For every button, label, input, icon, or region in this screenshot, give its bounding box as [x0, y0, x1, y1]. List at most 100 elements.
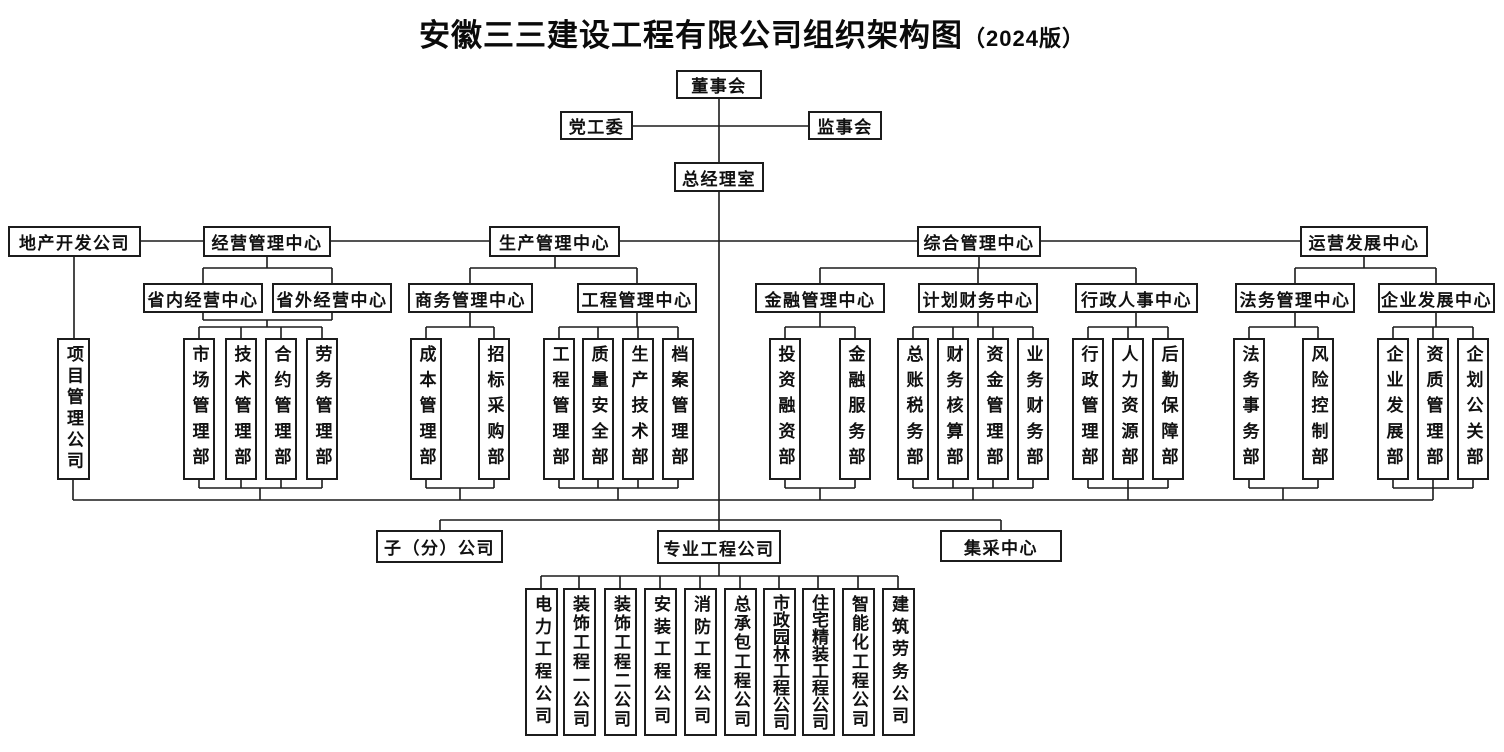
org-node-dept-human-resources-label: 人力资源部	[1118, 345, 1138, 473]
org-node-real-estate-label: 地产开发公司	[19, 234, 130, 253]
org-node-dept-legal-affairs: 法务事务部	[1233, 338, 1265, 480]
org-node-company-installation: 安装工程公司	[644, 588, 677, 736]
org-node-dept-logistics-label: 后勤保障部	[1158, 345, 1178, 473]
org-node-enterprise-dev-center: 企业发展中心	[1378, 283, 1495, 313]
org-node-company-general-contracting-label: 总承包工程公司	[731, 595, 750, 729]
org-node-operation-dev-center: 运营发展中心	[1300, 226, 1428, 257]
org-node-commerce-center: 商务管理中心	[408, 283, 533, 313]
org-node-dept-planning-pr: 企划公关部	[1457, 338, 1489, 480]
org-node-production-mgmt-center: 生产管理中心	[489, 226, 620, 257]
org-node-company-decoration-1: 装饰工程一公司	[563, 588, 596, 736]
org-node-legal-center: 法务管理中心	[1235, 283, 1355, 313]
org-node-dept-administration-label: 行政管理部	[1078, 345, 1098, 473]
org-node-board-label: 董事会	[691, 77, 747, 96]
org-node-dept-qualification: 资质管理部	[1417, 338, 1449, 480]
title-edition: （2024版）	[963, 26, 1085, 51]
org-node-party-committee: 党工委	[560, 111, 633, 140]
org-node-company-intelligent: 智能化工程公司	[842, 588, 875, 736]
org-node-company-fire-protection: 消防工程公司	[684, 588, 717, 736]
org-node-legal-label: 法务管理中心	[1239, 290, 1351, 310]
org-node-production-mgmt-label: 生产管理中心	[499, 234, 610, 253]
org-node-dept-risk-control: 风险控制部	[1302, 338, 1334, 480]
org-node-gm-office-label: 总经理室	[682, 169, 756, 189]
org-node-party-committee-label: 党工委	[568, 118, 625, 137]
org-node-dept-archives-label: 档案管理部	[668, 345, 688, 473]
org-node-board: 董事会	[676, 70, 762, 99]
org-node-admin-hr-label: 行政人事中心	[1081, 290, 1192, 310]
org-node-dept-planning-pr-label: 企划公关部	[1463, 345, 1483, 473]
org-node-general-mgmt-center: 综合管理中心	[917, 226, 1041, 257]
org-node-dept-qualification-label: 资质管理部	[1423, 345, 1443, 473]
org-node-dept-business-finance-label: 业务财务部	[1023, 345, 1043, 473]
org-node-dept-contract: 合约管理部	[265, 338, 297, 480]
org-node-dept-logistics: 后勤保障部	[1152, 338, 1184, 480]
org-node-dept-quality-safety: 质量安全部	[582, 338, 614, 480]
org-node-company-decoration-1-label: 装饰工程一公司	[570, 595, 589, 729]
org-node-dept-funds: 资金管理部	[977, 338, 1009, 480]
org-node-company-fire-protection-label: 消防工程公司	[691, 595, 710, 729]
org-node-dept-marketing: 市场管理部	[183, 338, 215, 480]
org-node-project-mgmt-company: 项目管理公司	[57, 338, 90, 480]
org-node-supervisory-board: 监事会	[808, 111, 882, 140]
org-node-provincial-center: 省内经营中心	[143, 283, 263, 313]
org-node-professional-label: 专业工程公司	[663, 539, 775, 559]
org-node-dept-engineering-label: 工程管理部	[549, 345, 569, 473]
org-node-company-municipal-landscape: 市政园林工程公司	[763, 588, 796, 736]
org-node-gm-office: 总经理室	[674, 162, 764, 192]
org-node-dept-administration: 行政管理部	[1072, 338, 1104, 480]
org-node-dept-accounting-label: 财务核算部	[943, 345, 963, 473]
org-node-company-electric-power-label: 电力工程公司	[532, 595, 551, 729]
org-node-admin-hr-center: 行政人事中心	[1075, 283, 1198, 313]
org-node-dept-technology: 技术管理部	[225, 338, 257, 480]
org-node-dept-technology-label: 技术管理部	[231, 345, 251, 473]
org-node-out-province-center: 省外经营中心	[272, 283, 392, 313]
org-node-engineering-center: 工程管理中心	[577, 283, 697, 313]
org-node-company-installation-label: 安装工程公司	[651, 595, 670, 729]
org-node-dept-cost: 成本管理部	[410, 338, 442, 480]
org-node-general-mgmt-label: 综合管理中心	[923, 234, 1035, 253]
org-node-company-decoration-2: 装饰工程二公司	[604, 588, 637, 736]
org-node-dept-legal-affairs-label: 法务事务部	[1239, 345, 1259, 473]
org-node-company-construction-labor: 建筑劳务公司	[882, 588, 915, 736]
org-node-dept-bidding-label: 招标采购部	[484, 345, 504, 473]
org-node-procurement-label: 集采中心	[964, 538, 1038, 558]
org-node-dept-enterprise-dev: 企业发展部	[1377, 338, 1409, 480]
org-node-business-mgmt-center: 经营管理中心	[203, 226, 331, 257]
org-node-project-mgmt-company-label: 项目管理公司	[64, 345, 83, 473]
org-node-company-electric-power: 电力工程公司	[525, 588, 558, 736]
org-node-dept-labor: 劳务管理部	[306, 338, 338, 480]
org-node-dept-engineering: 工程管理部	[543, 338, 575, 480]
org-node-dept-financial-services-label: 金融服务部	[845, 345, 865, 473]
org-node-dept-investment-financing: 投资融资部	[769, 338, 801, 480]
org-node-real-estate-company: 地产开发公司	[8, 226, 141, 257]
org-node-provincial-label: 省内经营中心	[147, 290, 259, 310]
org-node-finance-center: 金融管理中心	[755, 283, 885, 313]
org-node-dept-quality-safety-label: 质量安全部	[588, 345, 608, 473]
org-node-dept-bidding: 招标采购部	[478, 338, 510, 480]
org-node-procurement-center: 集采中心	[940, 530, 1062, 562]
org-node-dept-funds-label: 资金管理部	[983, 345, 1003, 473]
org-node-dept-enterprise-dev-label: 企业发展部	[1383, 345, 1403, 473]
org-node-dept-financial-services: 金融服务部	[839, 338, 871, 480]
org-node-dept-production-tech-label: 生产技术部	[628, 345, 648, 473]
org-node-subsidiaries: 子（分）公司	[376, 530, 503, 563]
org-node-finance-label: 金融管理中心	[764, 290, 876, 310]
org-node-subsidiaries-label: 子（分）公司	[384, 539, 495, 558]
org-node-company-decoration-2-label: 装饰工程二公司	[611, 595, 630, 729]
org-node-dept-contract-label: 合约管理部	[271, 345, 291, 473]
org-node-professional-companies: 专业工程公司	[657, 530, 781, 564]
org-node-planning-finance-label: 计划财务中心	[922, 290, 1034, 310]
org-node-planning-finance-center: 计划财务中心	[918, 283, 1038, 313]
org-node-company-construction-labor-label: 建筑劳务公司	[889, 595, 908, 729]
org-node-company-municipal-landscape-label: 市政园林工程公司	[770, 594, 789, 730]
org-node-company-general-contracting: 总承包工程公司	[724, 588, 757, 736]
org-node-dept-archives: 档案管理部	[662, 338, 694, 480]
org-node-dept-cost-label: 成本管理部	[416, 345, 436, 473]
org-node-dept-production-tech: 生产技术部	[622, 338, 654, 480]
page-title: 安徽三三建设工程有限公司组织架构图（2024版）	[0, 10, 1504, 55]
org-node-company-residential-finishing-label: 住宅精装工程公司	[809, 594, 828, 730]
org-node-engineering-label: 工程管理中心	[581, 290, 693, 310]
org-node-dept-marketing-label: 市场管理部	[189, 345, 209, 473]
